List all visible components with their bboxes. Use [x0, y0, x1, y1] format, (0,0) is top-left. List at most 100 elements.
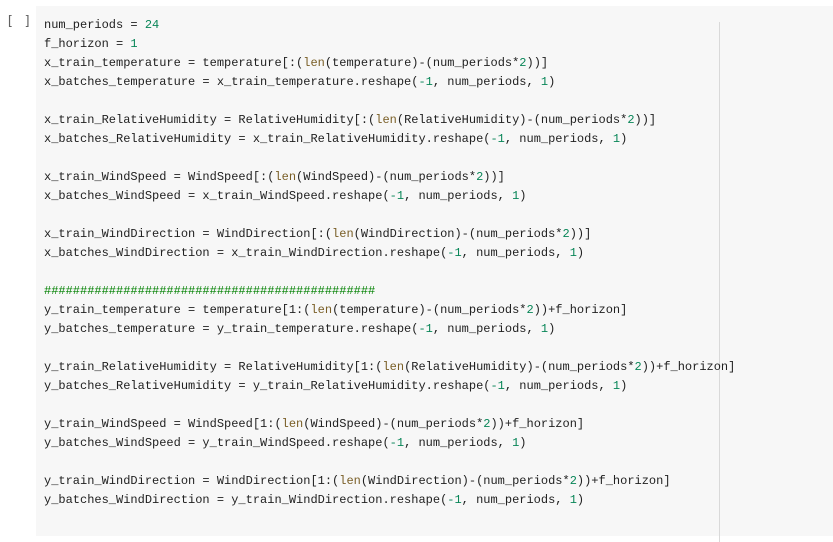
code-token: , num_periods, [432, 75, 541, 89]
code-token: len [375, 113, 397, 127]
code-token: ))+f_horizon] [533, 303, 628, 317]
code-token: ))] [526, 56, 549, 70]
code-token: y_train_RelativeHumidity = RelativeHumid… [44, 360, 383, 374]
code-token: , num_periods, [504, 132, 613, 146]
code-token: -1 [490, 379, 505, 393]
code-line: y_batches_WindDirection = y_train_WindDi… [44, 491, 735, 510]
code-token: ) [548, 75, 556, 89]
code-line: x_train_temperature = temperature[:(len(… [44, 54, 735, 73]
code-line: x_train_WindDirection = WindDirection[:(… [44, 225, 735, 244]
code-token: 1 [612, 379, 621, 393]
code-token: len [339, 474, 361, 488]
code-token: , num_periods, [461, 493, 570, 507]
code-token: 1 [569, 493, 577, 507]
line-length-ruler [719, 22, 720, 542]
code-line: f_horizon = 1 [44, 35, 735, 54]
code-token: 2 [483, 417, 491, 431]
code-token: len [303, 56, 325, 70]
code-token: 24 [144, 18, 160, 32]
code-token: len [310, 303, 333, 317]
code-token: ))] [569, 227, 592, 241]
code-token: 1 [540, 75, 549, 89]
code-token: ) [548, 322, 556, 336]
code-token: ))+f_horizon] [490, 417, 585, 431]
code-token: 2 [562, 227, 570, 241]
code-token: len [332, 227, 354, 241]
code-token: len [382, 360, 405, 374]
code-token: ########################################… [44, 284, 376, 298]
code-line [44, 92, 735, 111]
code-line [44, 149, 735, 168]
code-token: 2 [569, 474, 577, 488]
code-token: -1 [447, 493, 462, 507]
code-line: x_batches_temperature = x_train_temperat… [44, 73, 735, 92]
code-token: 2 [627, 113, 635, 127]
code-token: y_batches_temperature = y_train_temperat… [44, 322, 419, 336]
code-token: -1 [389, 189, 405, 203]
code-token: y_train_WindDirection = WindDirection[1:… [44, 474, 340, 488]
code-token: (WindDirection)-(num_periods* [353, 227, 563, 241]
code-token: ) [620, 132, 628, 146]
code-token: f_horizon = [44, 37, 131, 51]
code-line: x_batches_RelativeHumidity = x_train_Rel… [44, 130, 735, 149]
code-line: x_train_WindSpeed = WindSpeed[:(len(Wind… [44, 168, 735, 187]
code-line: y_train_WindSpeed = WindSpeed[1:(len(Win… [44, 415, 735, 434]
code-token: y_batches_WindDirection = y_train_WindDi… [44, 493, 448, 507]
code-line: x_batches_WindDirection = x_train_WindDi… [44, 244, 735, 263]
code-line: y_train_temperature = temperature[1:(len… [44, 301, 735, 320]
code-token: ) [620, 379, 628, 393]
code-token: len [274, 170, 297, 184]
code-token: x_batches_WindDirection = x_train_WindDi… [44, 246, 448, 260]
code-line: y_batches_temperature = y_train_temperat… [44, 320, 735, 339]
code-token: , num_periods, [404, 189, 513, 203]
code-token: y_train_WindSpeed = WindSpeed[1:( [44, 417, 282, 431]
code-token: ) [519, 436, 527, 450]
code-token: x_train_WindSpeed = WindSpeed[:( [44, 170, 275, 184]
code-token: , num_periods, [504, 379, 613, 393]
code-token: (temperature)-(num_periods* [332, 303, 527, 317]
code-token: x_train_WindDirection = WindDirection[:( [44, 227, 333, 241]
code-token: -1 [447, 246, 462, 260]
code-token: 1 [512, 189, 520, 203]
code-token: 2 [634, 360, 642, 374]
code-token: 2 [476, 170, 484, 184]
code-line: x_train_RelativeHumidity = RelativeHumid… [44, 111, 735, 130]
code-token: 1 [540, 322, 549, 336]
code-token: ))+f_horizon] [576, 474, 671, 488]
code-line [44, 263, 735, 282]
code-token: ) [519, 189, 527, 203]
code-token: (WindSpeed)-(num_periods* [296, 170, 477, 184]
code-token: y_batches_WindSpeed = y_train_WindSpeed.… [44, 436, 390, 450]
code-token: , num_periods, [404, 436, 513, 450]
code-token: (RelativeHumidity)-(num_periods* [396, 113, 628, 127]
code-token: 1 [612, 132, 621, 146]
code-token: y_train_temperature = temperature[1:( [44, 303, 311, 317]
code-token: -1 [418, 75, 433, 89]
code-token: ))] [483, 170, 505, 184]
code-token: -1 [418, 322, 433, 336]
code-token: 2 [519, 56, 527, 70]
code-token: 1 [130, 37, 138, 51]
code-token: 1 [512, 436, 520, 450]
code-line: y_train_WindDirection = WindDirection[1:… [44, 472, 735, 491]
code-token: , num_periods, [461, 246, 570, 260]
code-token: -1 [490, 132, 505, 146]
code-line: y_batches_RelativeHumidity = y_train_Rel… [44, 377, 735, 396]
code-token: y_batches_RelativeHumidity = y_train_Rel… [44, 379, 491, 393]
code-token: (WindSpeed)-(num_periods* [303, 417, 484, 431]
code-token: 1 [569, 246, 577, 260]
code-token: , num_periods, [432, 322, 541, 336]
run-cell-button[interactable]: [ ] [6, 14, 33, 29]
code-line [44, 396, 735, 415]
code-token: len [281, 417, 304, 431]
code-token: 2 [526, 303, 534, 317]
code-line: ########################################… [44, 282, 735, 301]
code-token: (WindDirection)-(num_periods* [360, 474, 570, 488]
code-line [44, 453, 735, 472]
code-token: ) [576, 493, 585, 507]
code-line [44, 339, 735, 358]
code-token: num_periods = [44, 18, 145, 32]
